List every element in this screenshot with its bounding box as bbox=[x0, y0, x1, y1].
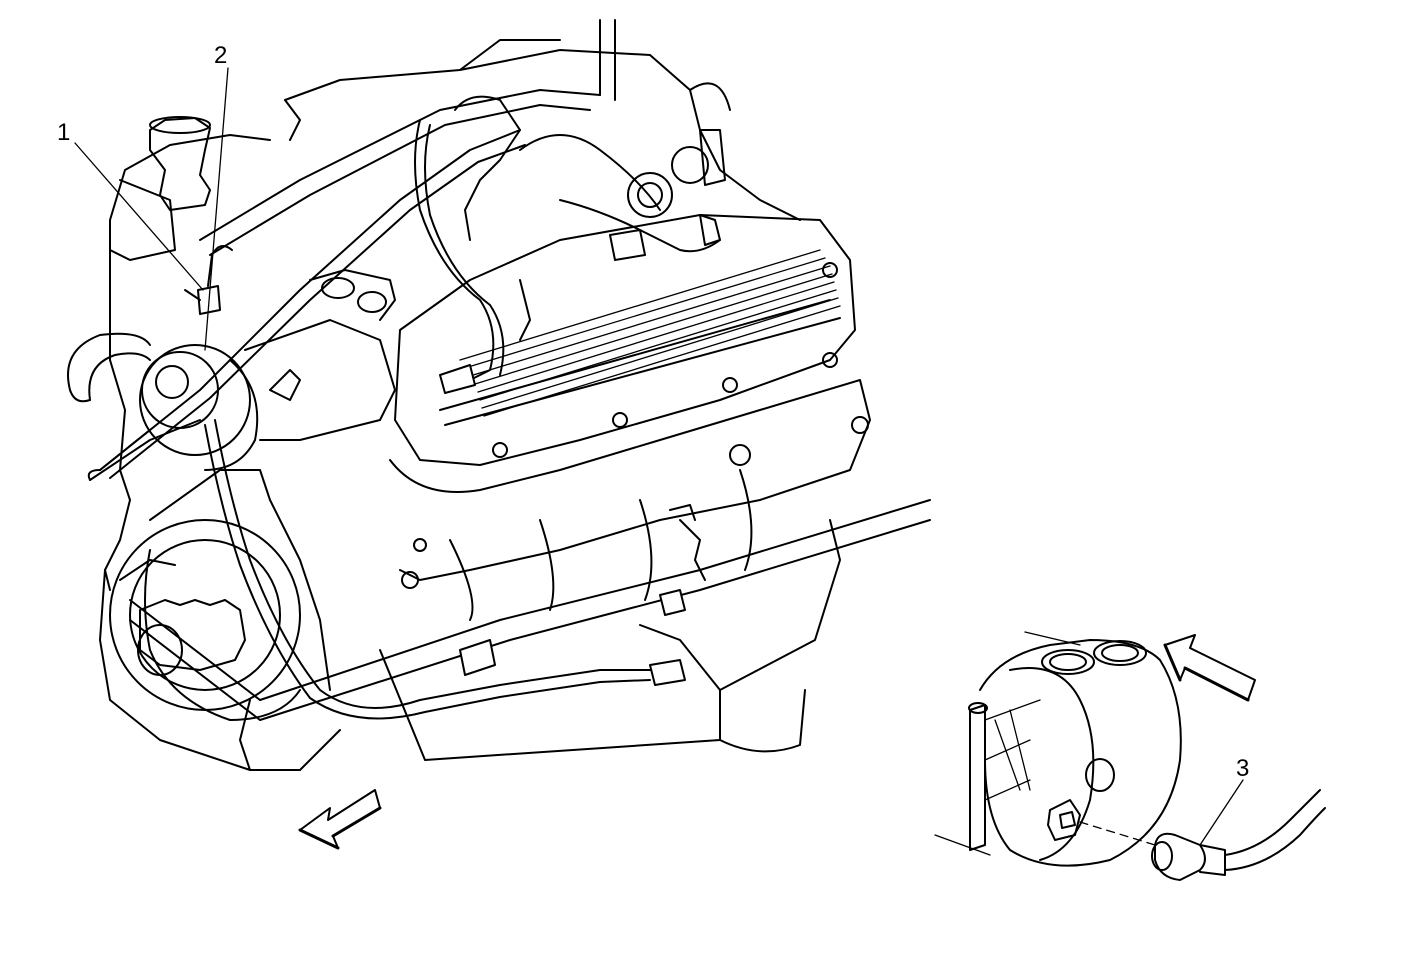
callout-3-label: 3 bbox=[1236, 755, 1249, 782]
callout-1-label: 1 bbox=[57, 119, 70, 146]
engine-assembly bbox=[67, 19, 931, 771]
sensor-3 bbox=[1151, 789, 1326, 881]
leader-line-1 bbox=[74, 142, 204, 291]
inset-direction-arrow bbox=[1163, 634, 1256, 702]
leader-line-2 bbox=[204, 67, 229, 351]
callout-2-group: 2 bbox=[204, 42, 229, 351]
front-direction-arrow bbox=[298, 789, 382, 850]
detail-inset-pump: 3 bbox=[934, 631, 1326, 881]
callout-2-label: 2 bbox=[214, 42, 227, 69]
callout-1-group: 1 bbox=[57, 119, 233, 315]
leader-line-3 bbox=[1199, 779, 1244, 846]
